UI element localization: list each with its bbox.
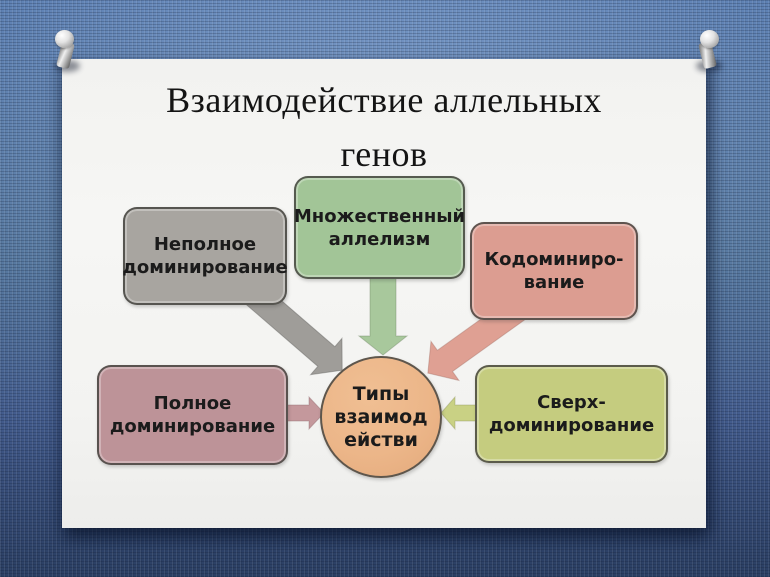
node-incomplete-dominance: Неполное доминирование — [122, 207, 288, 305]
arrow-complete-dominance — [283, 395, 325, 431]
node-complete-dominance-label: Полное доминирование — [109, 393, 276, 437]
node-overdominance-label: Сверх- доминирование — [488, 392, 655, 436]
pin-head — [700, 30, 719, 48]
slide-title: Взаимодействие аллельных генов — [166, 80, 602, 174]
node-multiple-allelism: Множественный аллелизм — [294, 176, 465, 279]
push-pin-right-icon — [686, 26, 730, 78]
node-overdominance: Сверх- доминирование — [475, 365, 668, 463]
node-codominance-label: Кодоминиро- вание — [484, 249, 624, 293]
arrow-overdominance — [440, 395, 478, 431]
node-interaction-types-label: Типы взаимод ействи — [334, 382, 428, 451]
push-pin-left-icon — [44, 26, 88, 78]
node-multiple-allelism-label: Множественный аллелизм — [293, 205, 466, 250]
node-interaction-types-center: Типы взаимод ействи — [320, 356, 442, 478]
slide: Взаимодействие аллельных генов — [62, 59, 706, 528]
pin-head — [55, 30, 74, 48]
node-complete-dominance: Полное доминирование — [97, 365, 288, 465]
arrow-multiple-allelism — [357, 267, 409, 356]
node-codominance: Кодоминиро- вание — [470, 222, 638, 320]
node-incomplete-dominance-label: Неполное доминирование — [122, 234, 288, 278]
